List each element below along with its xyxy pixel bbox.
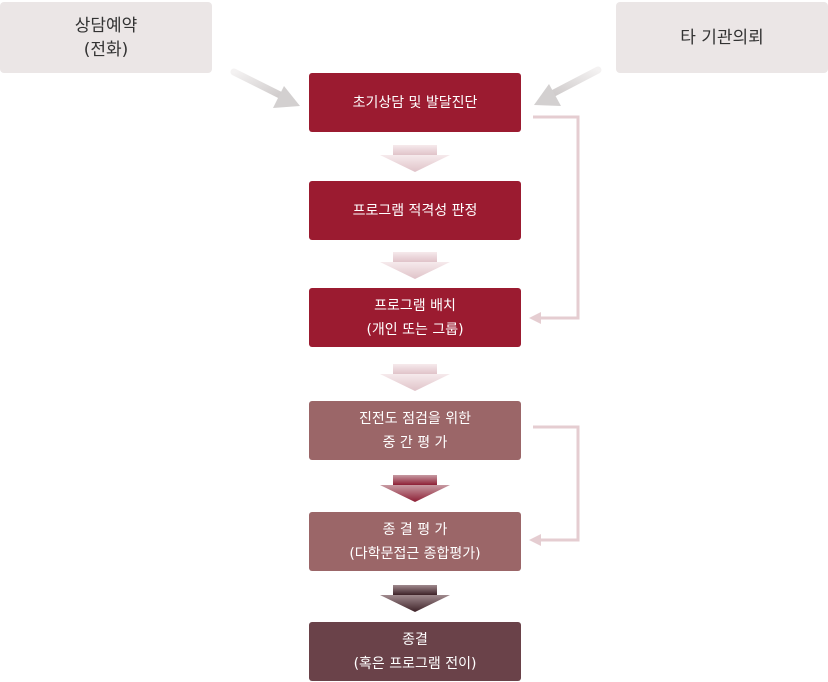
source-phone-line2: (전화) [83, 39, 129, 60]
step-interim-evaluation: 진전도 점검을 위한 중 간 평 가 [309, 401, 521, 460]
step-eligibility: 프로그램 적격성 판정 [309, 181, 521, 240]
step-6-line1: 종결 [402, 631, 428, 648]
incoming-arrow-left [230, 68, 300, 108]
step-termination: 종결 (혹은 프로그램 전이) [309, 622, 521, 681]
step-6-line2: (혹은 프로그램 전이) [353, 655, 477, 672]
step-final-evaluation: 종 결 평 가 (다학문접근 종합평가) [309, 512, 521, 571]
source-box-referral: 타 기관의뢰 [616, 2, 828, 73]
source-box-phone: 상담예약 (전화) [0, 2, 212, 73]
step-5-line1: 종 결 평 가 [382, 521, 448, 538]
step-5-line2: (다학문접근 종합평가) [349, 545, 481, 562]
bracket-connector-2 [529, 425, 580, 546]
step-placement: 프로그램 배치 (개인 또는 그룹) [309, 288, 521, 347]
step-4-line1: 진전도 점검을 위한 [359, 410, 471, 427]
bracket-connector-1 [529, 115, 580, 324]
step-3-line1: 프로그램 배치 [374, 297, 456, 314]
step-1-line1: 초기상담 및 발달진단 [352, 94, 478, 111]
down-arrow-2 [380, 252, 450, 279]
incoming-arrow-right [534, 66, 602, 106]
down-arrow-3 [380, 364, 450, 391]
step-initial-consultation: 초기상담 및 발달진단 [309, 73, 521, 132]
step-3-line2: (개인 또는 그룹) [366, 321, 464, 338]
source-phone-line1: 상담예약 [74, 15, 138, 36]
step-4-line2: 중 간 평 가 [382, 434, 448, 451]
step-2-line1: 프로그램 적격성 판정 [352, 202, 478, 219]
down-arrow-1 [380, 145, 450, 172]
down-arrow-5 [380, 585, 450, 612]
down-arrow-4 [380, 475, 450, 502]
source-referral-line1: 타 기관의뢰 [680, 27, 764, 48]
